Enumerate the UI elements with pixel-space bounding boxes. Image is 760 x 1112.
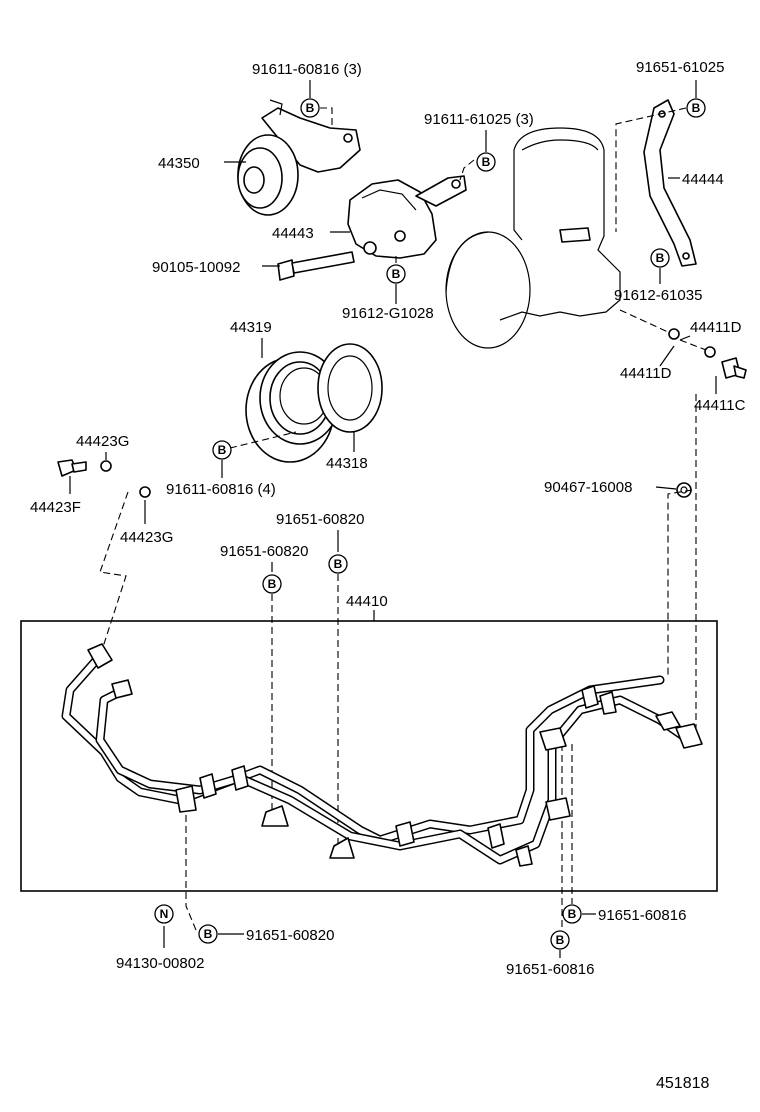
bracket-44443 — [347, 175, 467, 259]
pipe-assembly-44410 — [61, 643, 703, 867]
label-91651-60820-a: 91651-60820 — [276, 511, 364, 528]
label-90467-16008: 90467-16008 — [544, 479, 632, 496]
label-44443: 44443 — [272, 225, 314, 242]
pump-pulley-44350 — [237, 99, 361, 216]
label-90105-10092: 90105-10092 — [152, 259, 240, 276]
label-94130-00802: 94130-00802 — [116, 955, 204, 972]
bracket-44444 — [643, 99, 697, 267]
label-44319: 44319 — [230, 319, 272, 336]
marker-b-10: B — [562, 904, 582, 924]
label-91651-60816-b: 91651-60816 — [506, 961, 594, 978]
reservoir-assembly — [445, 127, 621, 349]
label-91611-60816-3: 91611-60816 (3) — [252, 61, 362, 78]
label-44350: 44350 — [158, 155, 200, 172]
svg-text:B: B — [268, 577, 277, 591]
label-44423G-b: 44423G — [120, 529, 173, 546]
plate-44318 — [317, 343, 383, 433]
label-91651-60820-c: 91651-60820 — [246, 927, 334, 944]
label-44411C: 44411C — [694, 397, 746, 414]
label-91651-61025: 91651-61025 — [636, 59, 724, 76]
svg-text:B: B — [218, 443, 227, 457]
svg-text:B: B — [568, 907, 577, 921]
label-91651-60816-a: 91651-60816 — [598, 907, 686, 924]
marker-b-6: B — [212, 440, 232, 460]
svg-text:B: B — [306, 101, 315, 115]
marker-n: N — [154, 904, 174, 924]
washer-44411D-b — [704, 346, 716, 358]
svg-text:B: B — [556, 933, 565, 947]
label-44410: 44410 — [346, 593, 388, 610]
label-91612-61035: 91612-61035 — [614, 287, 702, 304]
label-44423F: 44423F — [30, 499, 81, 516]
marker-b-7: B — [328, 554, 348, 574]
washer-44423G-a — [100, 460, 112, 472]
label-91611-60816-4: 91611-60816 (4) — [166, 481, 276, 498]
marker-b-8: B — [262, 574, 282, 594]
bolt-44423F — [57, 459, 87, 477]
svg-text:B: B — [656, 251, 665, 265]
svg-text:B: B — [204, 927, 213, 941]
svg-text:N: N — [160, 907, 169, 921]
marker-b-5: B — [650, 248, 670, 268]
bolt-90105-10092 — [277, 251, 355, 281]
label-44318: 44318 — [326, 455, 368, 472]
diagram-code: 451818 — [656, 1075, 709, 1092]
label-91612-G1028: 91612-G1028 — [342, 305, 434, 322]
svg-text:B: B — [692, 101, 701, 115]
washer-44411D-a — [668, 328, 680, 340]
marker-b-9: B — [198, 924, 218, 944]
pipe-assembly-frame — [20, 620, 718, 892]
svg-text:B: B — [392, 267, 401, 281]
label-91651-60820-b: 91651-60820 — [220, 543, 308, 560]
svg-text:B: B — [482, 155, 491, 169]
leader-lines — [69, 80, 717, 958]
marker-b-11: B — [550, 930, 570, 950]
bolt-44411C — [721, 357, 747, 379]
label-44411D-a: 44411D — [690, 319, 742, 336]
label-44411D-b: 44411D — [620, 365, 672, 382]
label-91611-61025-3: 91611-61025 (3) — [424, 111, 534, 128]
label-44444: 44444 — [682, 171, 724, 188]
marker-b-4: B — [386, 264, 406, 284]
svg-text:B: B — [334, 557, 343, 571]
label-44423G-a: 44423G — [76, 433, 129, 450]
washer-44423G-b — [139, 486, 151, 498]
marker-b-2: B — [476, 152, 496, 172]
marker-b-3: B — [686, 98, 706, 118]
marker-b-1: B — [300, 98, 320, 118]
